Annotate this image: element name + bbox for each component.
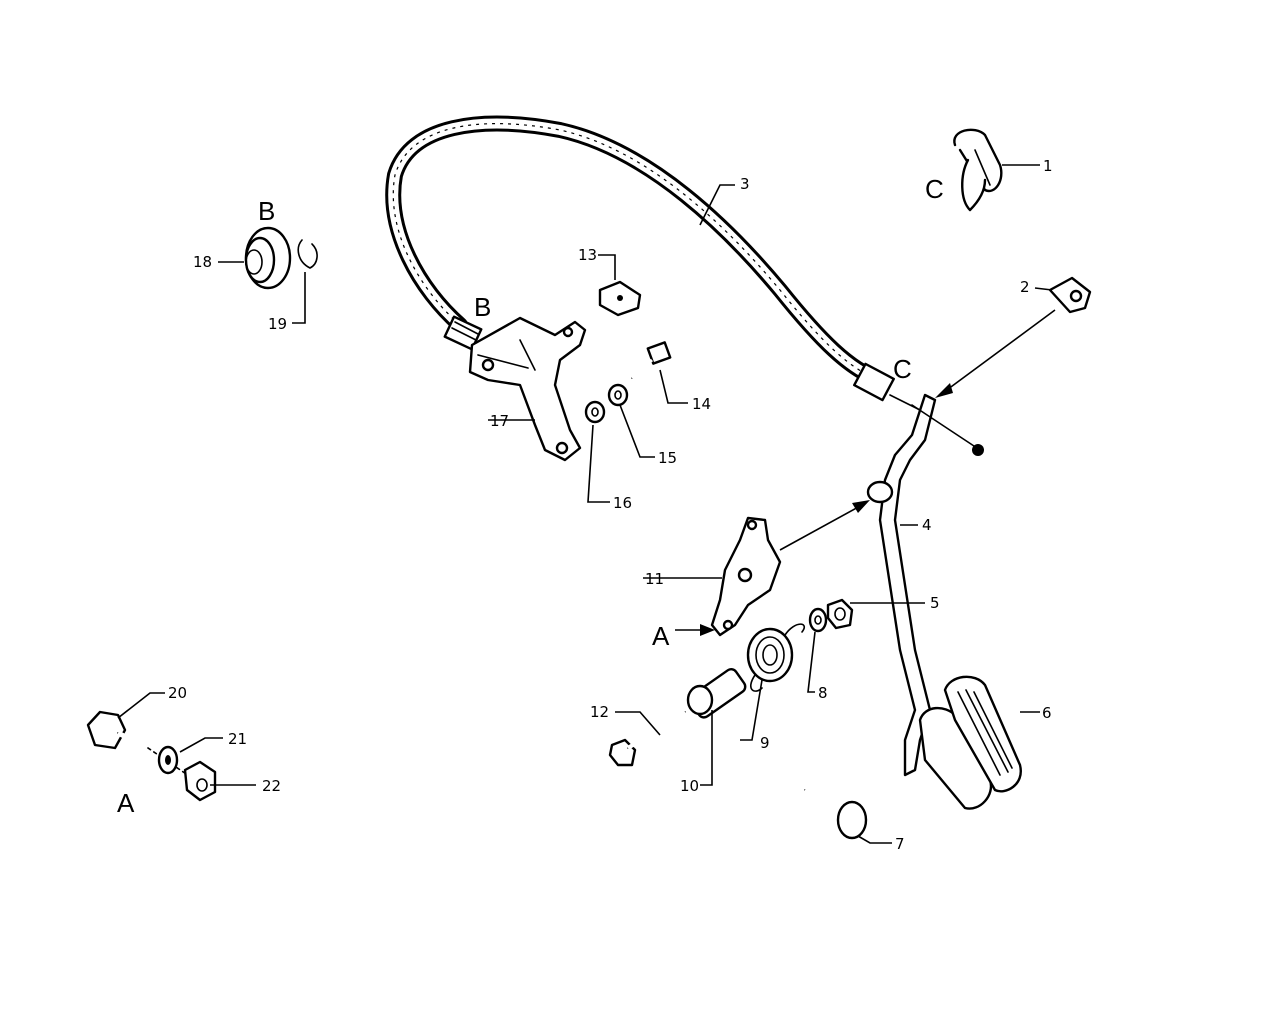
callout-20: 20 bbox=[168, 684, 187, 702]
callout-3: 3 bbox=[740, 175, 750, 193]
callout-11: 11 bbox=[645, 570, 664, 588]
callout-8: 8 bbox=[818, 684, 828, 702]
callout-17: 17 bbox=[490, 412, 509, 430]
callout-9: 9 bbox=[760, 734, 770, 752]
callout-21: 21 bbox=[228, 730, 247, 748]
part-16-washer bbox=[584, 400, 606, 424]
part-1-retaining-clip bbox=[953, 128, 1003, 212]
callout-15: 15 bbox=[658, 449, 677, 467]
part-10-pivot-bushing bbox=[686, 668, 747, 719]
callout-22: 22 bbox=[262, 777, 281, 795]
part-2-cable-end-fitting bbox=[1048, 276, 1092, 314]
part-4-pedal-arm bbox=[866, 393, 984, 777]
callout-19: 19 bbox=[268, 315, 287, 333]
part-13-clip-nut bbox=[598, 280, 642, 317]
part-15-washer bbox=[607, 383, 629, 407]
part-7-stop-bolt bbox=[803, 788, 868, 840]
part-11-pedal-bracket bbox=[710, 516, 782, 637]
part-9-return-spring bbox=[746, 623, 805, 692]
callout-12: 12 bbox=[590, 703, 609, 721]
part-19-snap-ring bbox=[297, 239, 318, 269]
callout-14: 14 bbox=[692, 395, 711, 413]
callout-numbers: 1 2 3 4 5 6 7 8 9 10 11 12 13 14 15 16 1… bbox=[168, 157, 1053, 853]
ref-letter-a-bracket: A bbox=[652, 621, 670, 651]
ref-letter-c-clip: C bbox=[925, 174, 944, 204]
part-22-nut bbox=[183, 760, 217, 802]
part-18-grommet bbox=[244, 226, 292, 290]
part-8-washer bbox=[808, 607, 828, 633]
callout-7: 7 bbox=[895, 835, 905, 853]
callout-1: 1 bbox=[1043, 157, 1053, 175]
part-17-cable-bracket bbox=[468, 316, 587, 462]
callout-5: 5 bbox=[930, 594, 940, 612]
ref-letter-c-pedal-end: C bbox=[893, 354, 912, 384]
ref-letter-b-cable-end: B bbox=[474, 292, 491, 322]
part-14-screw bbox=[630, 341, 672, 380]
part-5-nut bbox=[826, 598, 854, 630]
callout-6: 6 bbox=[1042, 704, 1052, 722]
part-21-washer bbox=[157, 745, 179, 775]
assembly-arrows bbox=[675, 309, 1056, 636]
part-3-throttle-cable bbox=[385, 115, 931, 416]
ref-letter-b-grommet: B bbox=[258, 196, 275, 226]
callout-13: 13 bbox=[578, 246, 597, 264]
part-6-pedal-pad bbox=[918, 675, 1022, 810]
callout-4: 4 bbox=[922, 516, 932, 534]
reference-letters: B B C C A A bbox=[117, 174, 944, 818]
callout-10: 10 bbox=[680, 777, 699, 795]
leader-lines bbox=[117, 164, 1053, 844]
callout-16: 16 bbox=[613, 494, 632, 512]
callout-2: 2 bbox=[1020, 278, 1030, 296]
callout-18: 18 bbox=[193, 253, 212, 271]
part-20-bolt bbox=[86, 710, 196, 781]
ref-letter-a-hardware: A bbox=[117, 788, 135, 818]
